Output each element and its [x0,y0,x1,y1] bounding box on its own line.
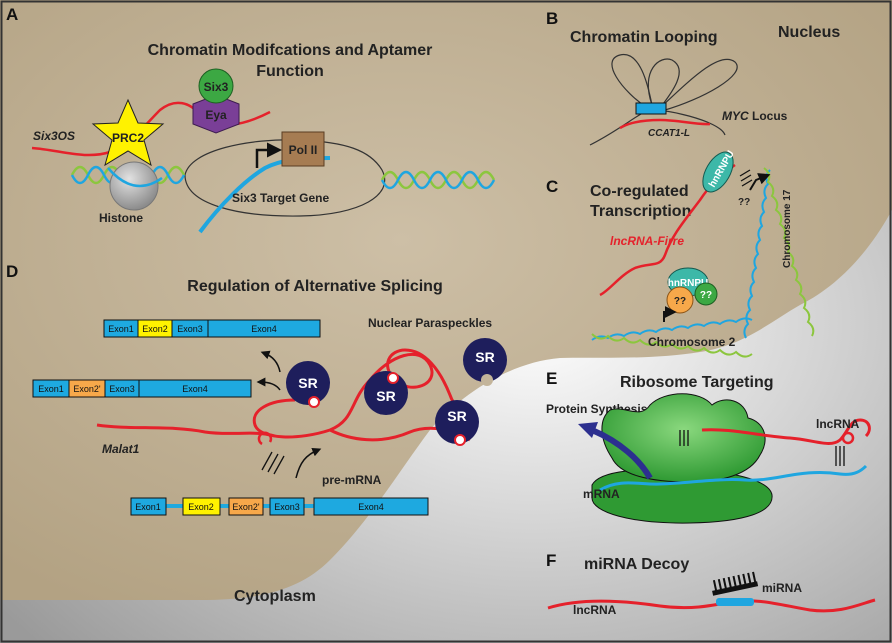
base-pair-hatch-icon [261,451,285,475]
panel-a-title-line2: Function [256,63,324,80]
chromosome-17 [743,167,815,339]
panel-label-f: F [546,551,556,570]
mrna-label: mRNA [583,487,620,501]
unknown-factor-orange-label: ?? [674,296,686,307]
panel-a: Chromatin Modifcations and Aptamer Funct… [31,42,496,234]
svg-text:Exon4: Exon4 [358,502,384,512]
mirna-label: miRNA [762,581,802,595]
svg-text:Exon1: Exon1 [135,502,161,512]
ccat1-l-label: CCAT1-L [648,128,690,139]
bent-arrow-icon [255,142,282,168]
target-gene-loop [184,139,386,217]
svg-text:SR: SR [298,375,317,391]
paraspeckles-label: Nuclear Paraspeckles [368,316,492,330]
sr-protein-3: SR [463,338,507,386]
base-pair-hatch-icon [679,430,845,466]
pol2-label: Pol II [289,143,318,157]
chromosome-17-label: Chromosome 17 [782,189,793,268]
svg-text:SR: SR [376,388,395,404]
panel-e: Ribosome Targeting Protein Synthesis mRN… [546,374,871,524]
unknown-factor-upper: ?? [738,197,750,208]
svg-text:Exon2: Exon2 [188,502,214,512]
svg-text:Exon1: Exon1 [108,324,134,334]
bent-arrow-icon [749,173,771,191]
hnrnpu-upper [702,151,734,193]
svg-text:Exon3: Exon3 [177,324,203,334]
histone-label: Histone [99,211,143,225]
ccat1-l-rna [619,118,711,130]
exon-row-2: Exon1 Exon2' Exon3 Exon4 [32,379,252,398]
six3-circle [198,68,234,104]
svg-text:Exon2': Exon2' [232,502,260,512]
sr-protein-2: SR [364,371,408,415]
panel-c: Co-regulated Transcription Chromosome 17… [590,149,815,358]
nucleus-label: Nucleus [778,24,840,41]
panel-label-e: E [546,369,557,388]
unknown-factor-green-label: ?? [700,290,712,301]
svg-text:Exon4: Exon4 [251,324,277,334]
svg-text:Exon2': Exon2' [73,384,101,394]
ribosome-mrna [599,464,868,492]
ribosome-lncrna [701,418,871,445]
bent-arrow-icon [663,306,677,322]
panel-label-d: D [6,262,18,281]
svg-text:SR: SR [475,349,494,365]
nucleus-region [0,0,892,600]
panel-label-c: C [546,177,558,196]
pol2-box [281,131,325,167]
panel-d: Regulation of Alternative Splicing Nucle… [32,278,507,516]
myc-locus-box [635,102,667,115]
chromosome-2-label: Chromosome 2 [648,335,736,349]
svg-text:Exon1: Exon1 [38,384,64,394]
curved-arrow-icon [260,350,281,373]
panel-f-title: miRNA Decoy [584,556,689,573]
panel-c-title-line2: Transcription [590,203,691,220]
firre-label: lncRNA-Firre [610,234,684,248]
target-gene-label: Six3 Target Gene [232,191,329,205]
base-pair-hatch-icon [739,169,753,187]
lncrna-label-e: lncRNA [816,417,860,431]
prc2-star [91,98,165,167]
panel-label-b: B [546,9,558,28]
protein-synthesis-arrow [590,427,653,480]
exon-row-1: Exon1 Exon2 Exon3 Exon4 [103,319,321,338]
sr-protein-4: SR [435,400,479,446]
malat1-lncrna [96,423,276,438]
eya-label: Eya [205,108,227,122]
mirna-comb-icon [712,571,759,596]
prc2-label: PRC2 [112,131,144,145]
myc-label: MYC Locus [722,109,788,123]
hnrnpu-lower-label: hnRNPU [668,278,709,289]
svg-text:Exon4: Exon4 [182,384,208,394]
svg-text:Exon3: Exon3 [274,502,300,512]
chromosome-2 [591,317,753,358]
sr-protein-1: SR [286,361,330,408]
decoy-binding-site [716,598,754,606]
panel-letters: A B C D E F [6,5,558,570]
panel-d-title: Regulation of Alternative Splicing [187,278,442,295]
unknown-factor-green [694,282,718,306]
panel-label-a: A [6,5,18,24]
premrna-label: pre-mRNA [322,473,382,487]
panel-b-title: Chromatin Looping [570,29,718,46]
svg-text:Exon3: Exon3 [109,384,135,394]
dna-helix-right [380,170,496,190]
curved-arrow-icon [256,377,281,391]
six3os-label: Six3OS [33,129,75,143]
panel-e-title: Ribosome Targeting [620,374,774,391]
lncrna-label-f: lncRNA [573,603,617,617]
exon-row-3: Exon1 Exon2 Exon2' Exon3 Exon4 [130,497,429,516]
panel-b: Chromatin Looping MYC Locus CCAT1-L [570,29,788,146]
curved-arrow-icon [295,447,322,479]
panel-a-title-line1: Chromatin Modifcations and Aptamer [148,42,433,59]
svg-text:Exon2: Exon2 [142,324,168,334]
cytoplasm-label: Cytoplasm [234,588,316,605]
panel-f: miRNA Decoy miRNA lncRNA [547,556,876,617]
panel-c-title-line1: Co-regulated [590,183,689,200]
six3-label: Six3 [204,80,229,94]
svg-text:SR: SR [447,408,466,424]
malat1-label: Malat1 [102,442,140,456]
